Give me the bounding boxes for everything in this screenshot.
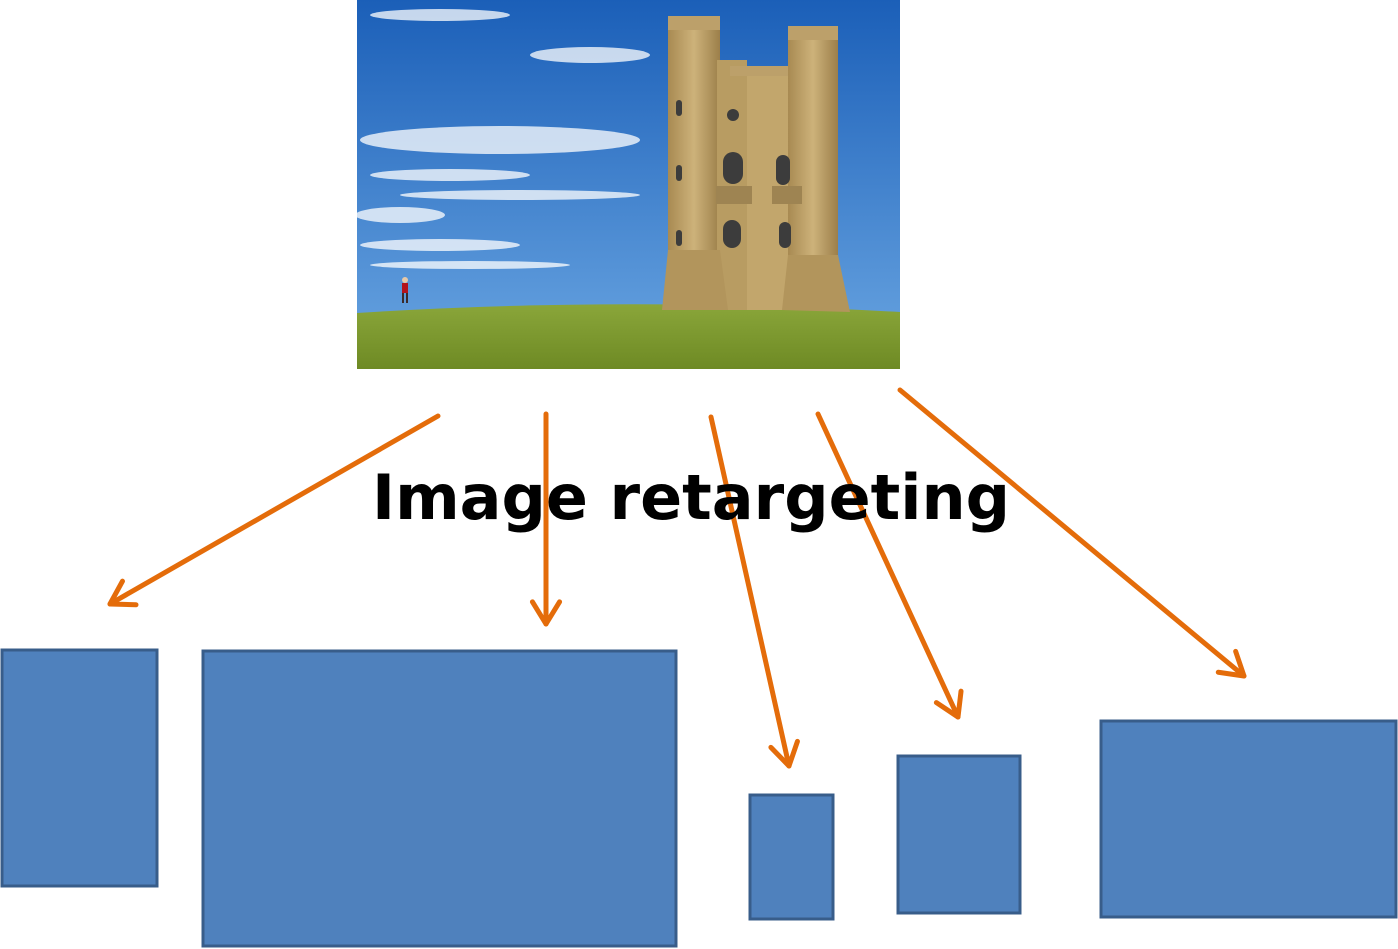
cloud [370,9,510,21]
diagram-title: Image retargeting [372,461,1011,534]
cloud [400,190,640,200]
target-4 [896,754,1022,915]
target-3 [748,793,835,921]
arrows [107,387,1247,769]
arrowhead-4 [933,688,964,720]
arrowhead-1 [107,578,139,608]
cloud [370,169,530,181]
arrowhead-5 [1215,648,1247,679]
grass-hill [357,304,900,369]
arrowhead-3 [768,738,800,769]
cloud [360,126,640,154]
arrow-4 [815,411,961,720]
target-rectangles [0,648,1398,948]
arrow-3 [708,414,792,769]
person [402,277,408,303]
arrow-1 [107,413,441,607]
tower [662,16,850,312]
arrow-5 [897,387,1247,679]
cloud [360,239,520,251]
target-5 [1099,719,1398,919]
cloud [530,47,650,63]
target-1 [0,648,159,888]
clouds [355,9,650,269]
cloud [370,261,570,269]
source-image [355,0,900,369]
cloud [355,207,445,223]
arrowhead-2 [529,599,563,627]
target-2 [201,649,678,948]
